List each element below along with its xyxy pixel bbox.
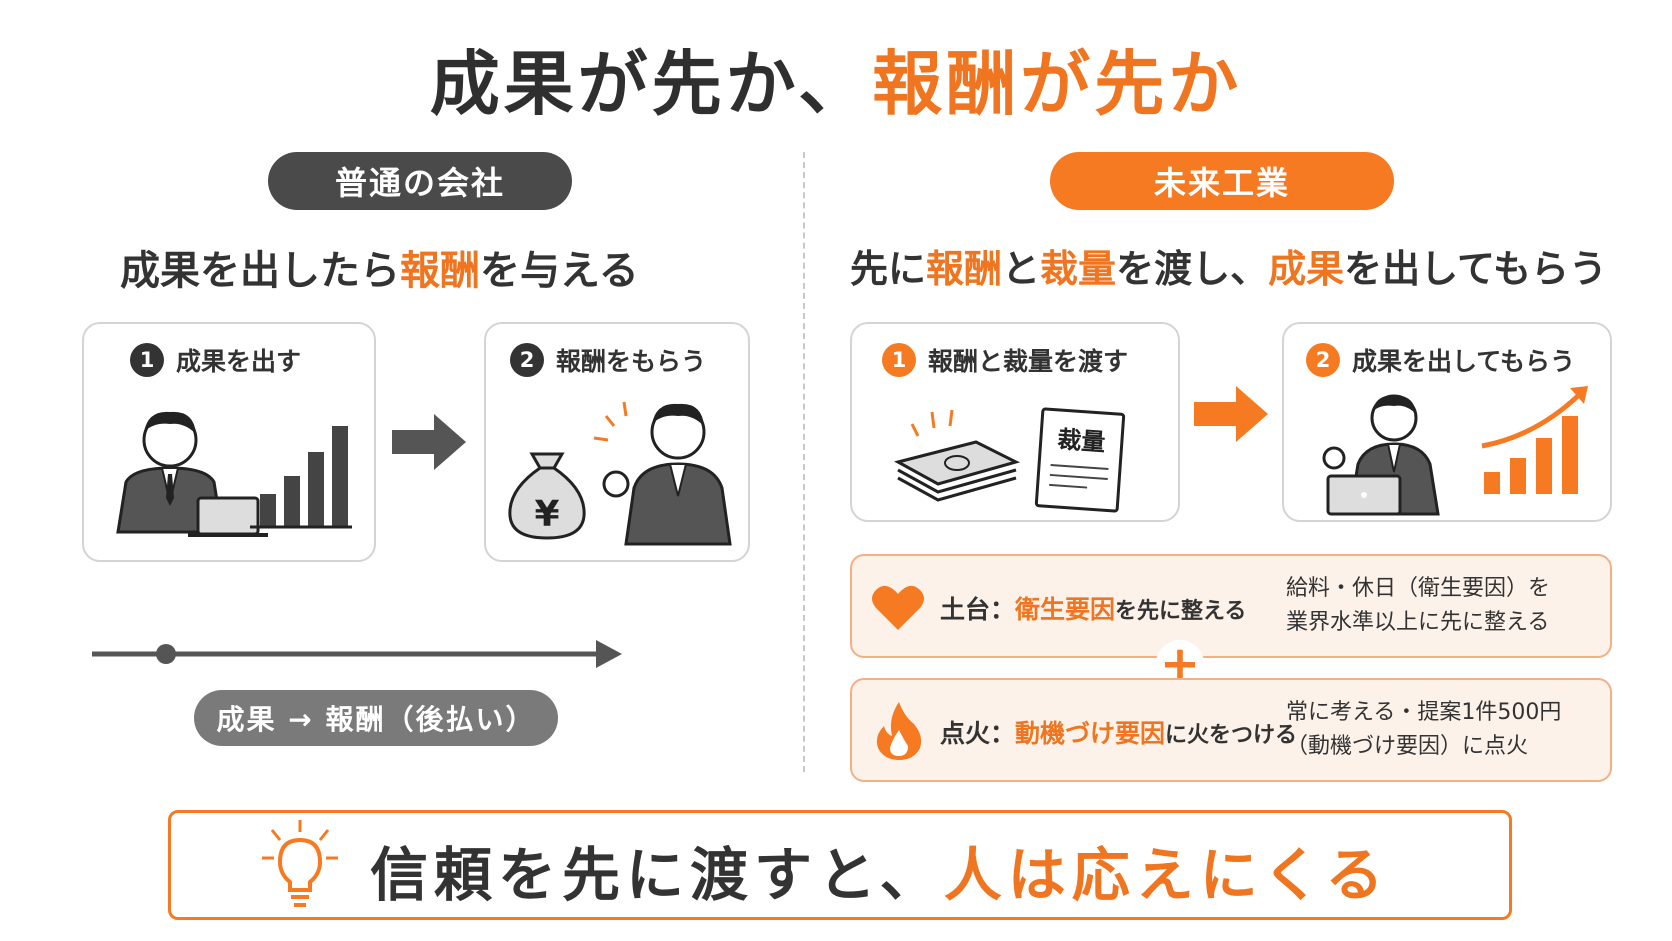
column-divider <box>803 152 805 772</box>
left-step1-label: 1 成果を出す <box>130 342 301 378</box>
flame-icon <box>876 702 922 760</box>
left-step1-card: 1 成果を出す <box>82 322 376 562</box>
right-step2-card: 2 成果を出してもらう <box>1282 322 1612 522</box>
right-badge: 未来工業 <box>1050 152 1394 210</box>
person-laptop-icon <box>116 411 268 537</box>
right-subtitle-d: 裁量 <box>1040 247 1117 291</box>
document-label: 裁量 <box>1056 425 1107 457</box>
right-step1-card: 1 報酬と裁量を渡す 裁量 <box>850 322 1180 522</box>
right-subtitle-a: 先に <box>850 247 927 291</box>
left-subtitle-b: 報酬 <box>400 248 480 294</box>
document-icon: 裁量 <box>1034 407 1126 513</box>
right-subtitle-e: を渡し、 <box>1116 247 1269 291</box>
left-step2-num: 2 <box>510 343 544 377</box>
left-step2-text: 報酬をもらう <box>556 347 707 376</box>
factor-hygiene: 土台：衛生要因を先に整える 給料・休日（衛生要因）を 業界水準以上に先に整える <box>850 554 1612 658</box>
right-subtitle-c: と <box>1002 247 1041 291</box>
right-step2-text: 成果を出してもらう <box>1352 347 1576 376</box>
conclusion-banner <box>168 810 1512 920</box>
right-subtitle-g: を出してもらう <box>1344 247 1608 291</box>
conclusion-part2: 人は応えにくる <box>943 841 1390 909</box>
factor2-label: 点火：動機づけ要因に火をつける <box>940 714 1297 750</box>
title-part1: 成果が先か、 <box>429 43 873 125</box>
left-subtitle-a: 成果を出したら <box>120 248 400 294</box>
growth-chart-icon <box>1481 386 1588 494</box>
right-step1-num: 1 <box>882 343 916 377</box>
left-subtitle-c: を与える <box>480 248 639 294</box>
factor1-desc1: 給料・休日（衛生要因）を <box>1286 576 1551 601</box>
factor1-label: 土台：衛生要因を先に整える <box>940 590 1246 626</box>
left-flow-label: 成果 → 報酬（後払い） <box>194 690 558 746</box>
bar-chart-icon <box>250 426 352 529</box>
factor2-suffix: に火をつける <box>1165 723 1298 748</box>
right-step2-label: 2 成果を出してもらう <box>1306 342 1575 378</box>
left-subtitle: 成果を出したら報酬を与える <box>120 238 639 296</box>
heart-icon <box>872 585 924 630</box>
arrow-right-icon <box>392 414 466 470</box>
left-step1-num: 1 <box>130 343 164 377</box>
right-subtitle-f: 成果 <box>1268 247 1345 291</box>
factor2-prefix: 点火： <box>940 719 1016 748</box>
factor1-desc2: 業界水準以上に先に整える <box>1286 610 1550 635</box>
right-step1-text: 報酬と裁量を渡す <box>928 347 1129 376</box>
person-laptop-icon <box>1322 394 1440 516</box>
factor1-prefix: 土台： <box>940 595 1016 624</box>
money-bag-icon: ¥ <box>508 452 586 540</box>
svg-text:¥: ¥ <box>534 494 559 535</box>
left-step2-card: 2 報酬をもらう ¥ <box>484 322 750 562</box>
page-title: 成果が先か、報酬が先か <box>0 28 1672 129</box>
left-step2-label: 2 報酬をもらう <box>510 342 706 378</box>
right-subtitle: 先に報酬と裁量を渡し、成果を出してもらう <box>850 238 1607 293</box>
factor1-suffix: を先に整える <box>1115 599 1247 624</box>
conclusion-part1: 信頼を先に渡すと、 <box>370 841 944 909</box>
factor2-desc: 常に考える・提案1件500円 （動機づけ要因）に点火 <box>1286 696 1561 764</box>
lightbulb-icon <box>262 820 338 907</box>
cash-stack-icon <box>893 409 1021 502</box>
factor1-key: 衛生要因 <box>1015 595 1116 624</box>
right-subtitle-b: 報酬 <box>926 247 1003 291</box>
timeline-arrow <box>92 640 622 668</box>
factor2-desc2: （動機づけ要因）に点火 <box>1286 734 1529 759</box>
right-step2-num: 2 <box>1306 343 1340 377</box>
person-fist-icon <box>593 401 732 546</box>
left-step1-text: 成果を出す <box>176 347 302 376</box>
conclusion-text: 信頼を先に渡すと、人は応えにくる <box>370 828 1389 912</box>
factor-motivation: 点火：動機づけ要因に火をつける 常に考える・提案1件500円 （動機づけ要因）に… <box>850 678 1612 782</box>
factor2-key: 動機づけ要因 <box>1015 719 1166 748</box>
factor2-desc1: 常に考える・提案1件500円 <box>1286 700 1562 725</box>
arrow-right-icon <box>1194 386 1268 442</box>
left-badge: 普通の会社 <box>268 152 572 210</box>
title-part2: 報酬が先か <box>872 43 1243 125</box>
factor1-desc: 給料・休日（衛生要因）を 業界水準以上に先に整える <box>1286 572 1550 640</box>
right-step1-label: 1 報酬と裁量を渡す <box>882 342 1128 378</box>
